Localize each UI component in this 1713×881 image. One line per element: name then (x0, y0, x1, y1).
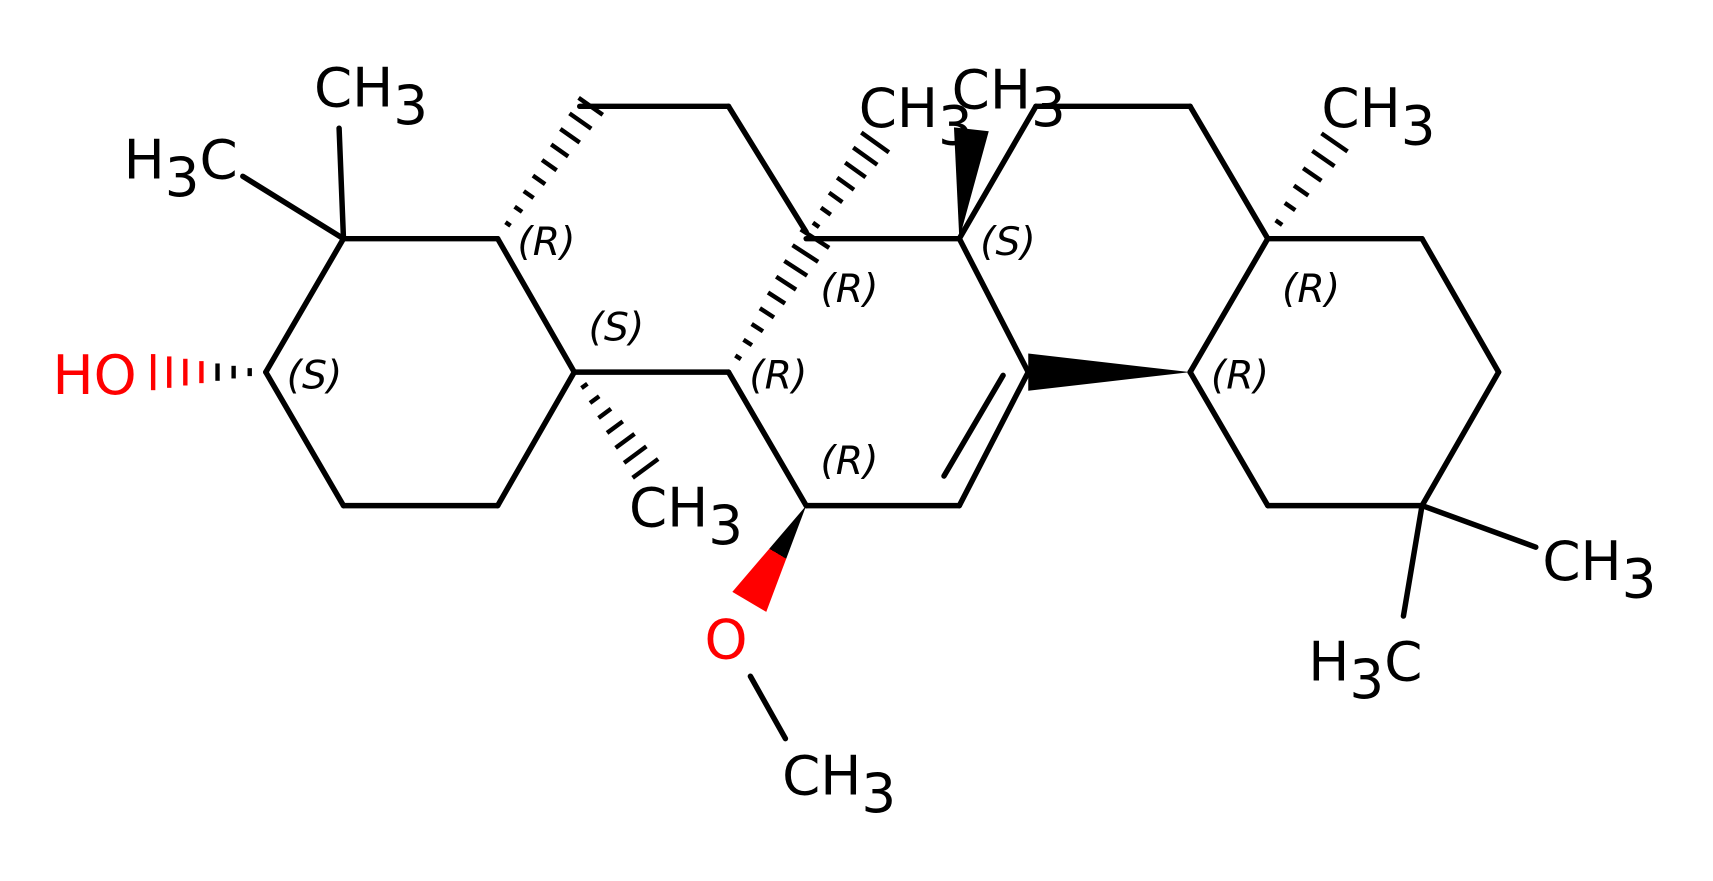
hashed-wedge-c10-methyl (614, 432, 636, 450)
hashed-wedge-c10-methyl (580, 381, 589, 390)
hashed-wedge-c8-methyl (860, 130, 891, 155)
hashed-wedge-c8-methyl (827, 190, 844, 204)
bond (494, 369, 578, 509)
bond (1187, 235, 1271, 375)
c14-methyl-label: CH3 (952, 58, 1066, 140)
stereo-label-c9: (R) (749, 353, 807, 399)
solid-wedge-c14-methyl (953, 127, 989, 239)
bond (725, 369, 809, 509)
bond (1187, 103, 1271, 242)
hashed-wedge-ring-b (734, 353, 743, 361)
stereo-label-c14: (S) (980, 219, 1036, 265)
hashed-wedge-c10-methyl (588, 394, 601, 405)
bond (941, 372, 1006, 479)
bond (1400, 502, 1425, 619)
stereo-label-c10: (S) (589, 304, 645, 350)
hashed-wedge-ring-b (758, 306, 776, 320)
hashed-wedge-c8-methyl (835, 175, 856, 192)
bond (956, 235, 1031, 375)
hashed-wedge-c17-methyl (1283, 201, 1297, 213)
bond (1187, 369, 1271, 509)
hashed-wedge-c17-methyl (1320, 131, 1349, 154)
hashed-wedge-c8-methyl (851, 145, 879, 167)
hashed-wedge-ring-b (774, 274, 798, 292)
hashed-wedge-c17-methyl (1301, 166, 1323, 183)
stereo-wedges (150, 96, 1349, 612)
hashed-wedge-ring-b (742, 337, 754, 348)
c17-methyl-label: CH3 (1321, 76, 1435, 158)
bonds (240, 103, 1539, 742)
hashed-wedge-c17-methyl (1292, 183, 1310, 198)
hashed-wedge-c8-methyl (811, 220, 821, 229)
bond (725, 103, 809, 235)
hashed-wedge-ring-b (799, 227, 831, 250)
hashed-wedge-ring (531, 173, 547, 186)
hashed-wedge-c8-methyl (819, 205, 833, 217)
hashed-wedge-c10-methyl (631, 457, 660, 480)
hashed-wedge-ring-b (783, 259, 809, 278)
bond (747, 673, 789, 742)
bond (1419, 235, 1502, 375)
hydroxyl-label: HO (53, 343, 137, 407)
hashed-wedge-c17-methyl (1274, 218, 1284, 227)
c20-methyl-b-label: H3C (1308, 630, 1422, 712)
hashed-wedge-ring (559, 127, 581, 145)
bond (956, 369, 1031, 509)
bond (1419, 502, 1539, 550)
stereo-label-c17: (R) (1282, 266, 1340, 312)
bond (1419, 369, 1502, 509)
hashed-wedge-ring (568, 111, 593, 131)
hashed-wedge-ring-b (791, 243, 820, 264)
hashed-wedge-ring (513, 204, 524, 214)
stereo-label-c8: (R) (820, 266, 878, 312)
solid-wedge-methoxy (732, 505, 807, 612)
methoxy-oxygen-label: O (704, 608, 747, 672)
hashed-wedge-c17-methyl (1311, 148, 1336, 168)
bond (956, 103, 1039, 242)
hashed-wedge-c10-methyl (605, 419, 625, 435)
hashed-wedge-c8-methyl (843, 160, 867, 180)
hashed-wedge-ring-b (766, 290, 787, 306)
methoxy-methyl-label: CH3 (782, 743, 896, 825)
hashed-wedge-c10-methyl (597, 407, 613, 420)
c10-methyl-label: CH3 (629, 475, 743, 557)
bond (494, 235, 578, 375)
stereo-label-c7: (R) (820, 438, 878, 484)
hashed-wedge-ring (504, 220, 512, 228)
hashed-wedge-ring (577, 96, 605, 117)
stereo-label-c5: (R) (517, 219, 575, 265)
c4-methyl-b-label: H3C (124, 128, 238, 210)
hashed-wedge-ring (549, 142, 570, 159)
bond (263, 235, 347, 375)
hashed-wedge-ring (522, 189, 535, 200)
stereo-label-c18: (R) (1211, 353, 1269, 399)
c20-methyl-a-label: CH3 (1542, 529, 1656, 611)
hashed-wedge-c10-methyl (622, 444, 648, 465)
bond (240, 173, 347, 242)
hashed-wedge-ring-b (750, 322, 765, 334)
hashed-wedge-ring (540, 158, 558, 173)
c8-methyl-label: CH3 (859, 76, 973, 158)
c4-methyl-a-label: CH3 (314, 55, 428, 137)
bond (336, 125, 347, 242)
solid-wedge-ring (1028, 353, 1191, 391)
stereo-label-c3: (S) (287, 353, 343, 399)
bond (263, 369, 347, 509)
